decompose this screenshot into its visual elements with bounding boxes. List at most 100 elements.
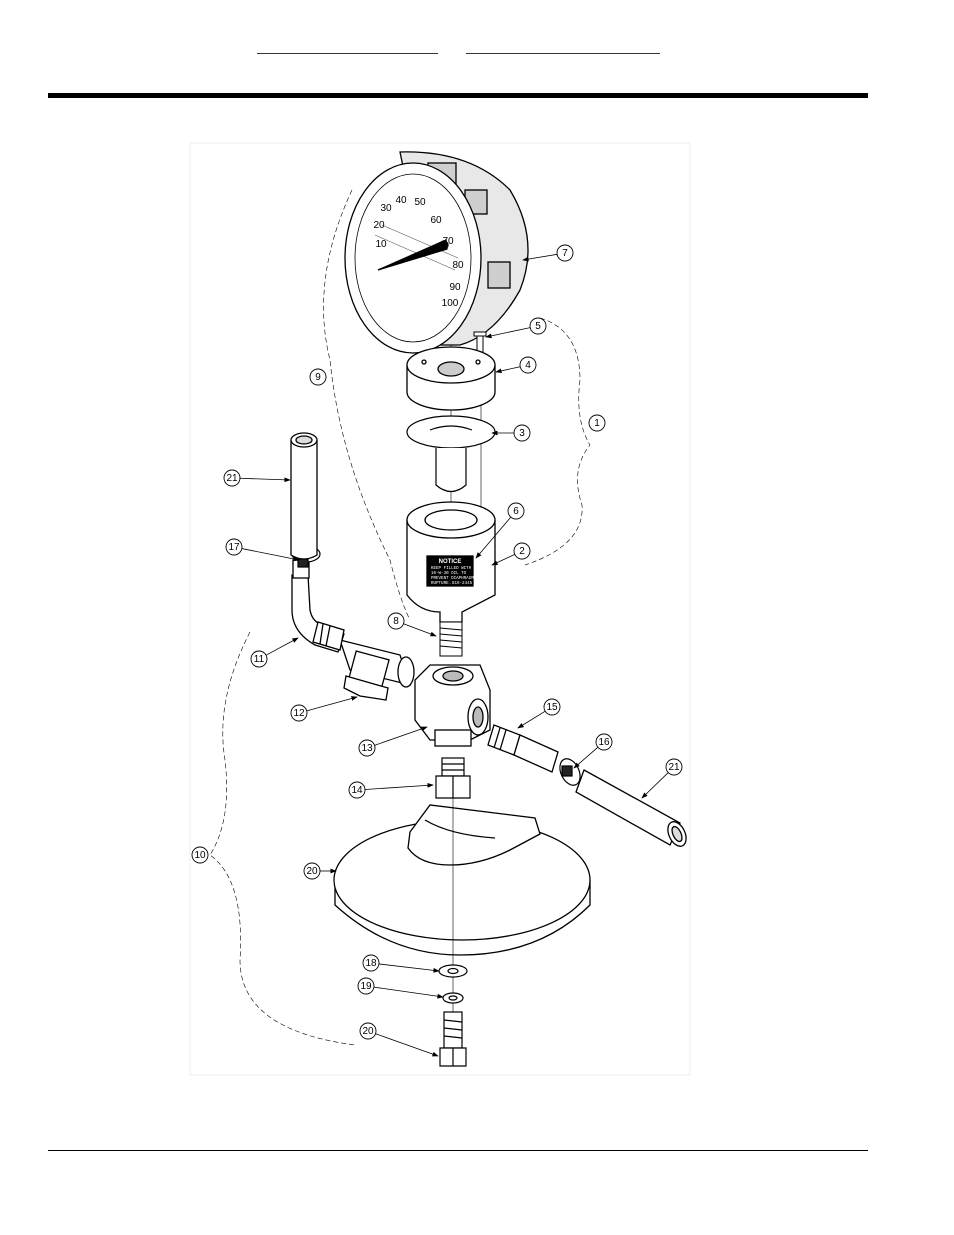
callout-circle [665, 758, 683, 776]
adapter-ring-4 [406, 346, 496, 411]
callout-leader [641, 772, 669, 799]
gauge-tick-label: 80 [452, 260, 464, 271]
header-rule [48, 93, 868, 98]
gauge-tick-label: 10 [375, 239, 387, 250]
callout-20: 20 [303, 862, 337, 880]
callout-circle [303, 862, 321, 880]
nipple-8 [439, 621, 463, 657]
callout-circle [348, 781, 366, 799]
callout-leader [374, 726, 428, 746]
callout-1: 1 [588, 414, 606, 432]
callout-number: 4 [525, 360, 531, 371]
header-link-2[interactable] [466, 40, 660, 54]
callout-circle [507, 502, 525, 520]
notice-line-1: KEEP FILLED WITH [431, 567, 472, 571]
callout-circle [359, 1022, 377, 1040]
hose-21-upper [290, 432, 318, 560]
callout-circle [362, 954, 380, 972]
callout-number: 6 [513, 506, 519, 517]
callout-11: 11 [250, 637, 299, 668]
callout-leader [495, 366, 521, 374]
callout-7: 7 [522, 244, 574, 262]
callout-leader [491, 554, 515, 566]
hose-21-lower [575, 769, 687, 847]
drawing-frame [189, 142, 691, 1076]
callout-4: 4 [495, 356, 537, 374]
callout-circle [556, 244, 574, 262]
diaphragm-3 [406, 415, 496, 493]
gauge-tick-label: 100 [442, 298, 459, 309]
callout-number: 3 [519, 428, 525, 439]
callout-leader [241, 548, 300, 562]
callout-17: 17 [225, 538, 300, 562]
callout-circle [223, 469, 241, 487]
notice-line-3: PREVENT DIAPHRAGM [431, 577, 474, 581]
callout-20: 20 [359, 1022, 439, 1057]
callout-circle [225, 538, 243, 556]
callout-circle [543, 698, 561, 716]
callout-3: 3 [491, 424, 531, 442]
leader-9-path [323, 189, 411, 621]
elbow-11 [291, 559, 345, 653]
callout-2: 2 [491, 542, 531, 566]
callout-number: 21 [668, 762, 680, 773]
gauge-tick-label: 50 [414, 197, 426, 208]
callout-number: 11 [254, 654, 265, 665]
callout-leader [306, 696, 358, 712]
callout-circle [309, 368, 327, 386]
callout-number: 9 [315, 372, 321, 383]
callout-circle [588, 414, 606, 432]
callout-21: 21 [641, 758, 683, 799]
callout-number: 10 [194, 850, 206, 861]
callout-circle [357, 977, 375, 995]
gauge-tick-label: 20 [373, 220, 385, 231]
callout-number: 2 [519, 546, 525, 557]
brace-1 [524, 317, 591, 566]
gauge-tick-label: 30 [380, 203, 392, 214]
callout-number: 14 [351, 785, 363, 796]
callout-15: 15 [517, 698, 561, 729]
header-link-1[interactable] [257, 40, 438, 54]
callout-14: 14 [348, 781, 434, 799]
gauge-body-2 [406, 501, 496, 623]
brace-10 [209, 631, 356, 1046]
callout-18: 18 [362, 954, 440, 973]
lock-washer-17 [442, 992, 464, 1004]
callout-leader [517, 710, 546, 729]
callout-6: 6 [475, 502, 525, 559]
callout-circle [513, 542, 531, 560]
callout-number: 20 [362, 1026, 374, 1037]
callout-21: 21 [223, 469, 291, 487]
callout-number: 5 [535, 321, 541, 332]
callout-number: 16 [598, 737, 610, 748]
callout-leader [475, 516, 512, 559]
hose-barb-15 [487, 724, 559, 773]
callout-number: 20 [306, 866, 318, 877]
callout-circle [250, 650, 268, 668]
callout-19: 19 [357, 977, 444, 999]
notice-part-no: 819-2445 [452, 582, 473, 586]
callout-number: 17 [228, 542, 240, 553]
callout-13: 13 [358, 726, 428, 757]
callout-16: 16 [573, 733, 613, 769]
callout-leader [373, 986, 444, 999]
notice-title: NOTICE [439, 559, 462, 565]
callout-9: 9 [309, 368, 327, 386]
gauge-tick-label: 40 [395, 195, 407, 206]
base-19 [333, 804, 591, 956]
pressure-gauge [344, 151, 529, 354]
callout-leader [364, 782, 434, 790]
callout-5: 5 [485, 317, 547, 339]
callout-12: 12 [290, 696, 358, 722]
cross-fitting-13 [414, 664, 491, 747]
callout-circle [513, 424, 531, 442]
ball-valve-12 [339, 639, 415, 701]
callout-number: 13 [361, 743, 373, 754]
callout-leader [378, 963, 440, 973]
callout-number: 19 [360, 981, 372, 992]
callout-circle [290, 704, 308, 722]
gauge-tick-label: 60 [430, 215, 442, 226]
callout-circle [358, 739, 376, 757]
